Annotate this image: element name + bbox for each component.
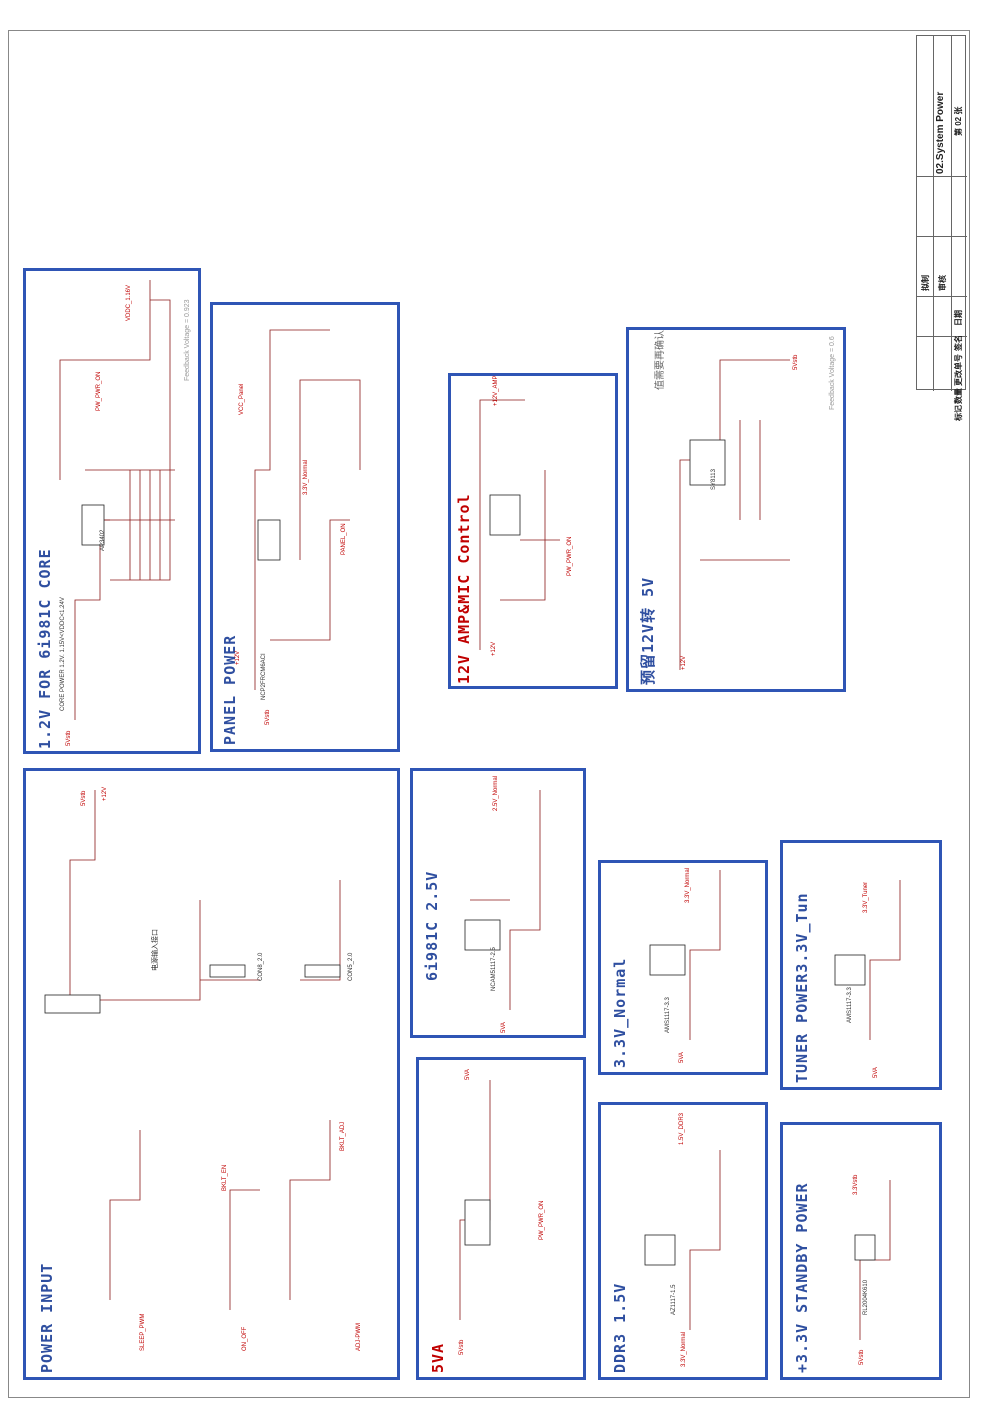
- pi-rail-0: 5Vstb: [81, 790, 87, 806]
- v25-rail-1: 2.5V_Normal: [493, 775, 499, 811]
- v33n-block-title: 3.3V_Normal: [611, 957, 629, 1068]
- boost-ic-label: SY8113: [711, 469, 717, 490]
- power-input-title: POWER INPUT: [38, 1262, 56, 1373]
- panel-ic-label: NCP2FRCM6ACI: [261, 653, 267, 700]
- schematic-sheet: [8, 30, 970, 1398]
- pi-rail-2: SLEEP_PWM: [140, 1313, 146, 1351]
- amp-rail-2: PW_PWR_ON: [567, 536, 573, 576]
- panel-rail-4: 3.3V_Normal: [303, 459, 309, 495]
- v25-ic-label: NCAM51117-2.5: [491, 947, 497, 991]
- amp-rail-0: +12V: [491, 641, 497, 656]
- boost-power-block: 预留12V转 5V 值需要再确认 Feedback Voltage = 0.6 …: [626, 327, 846, 692]
- ddr-block-title: DDR3 1.5V: [611, 1282, 629, 1373]
- standby-power-block: +3.3V STANDBY POWER RL2004K610 5Vstb 3.3…: [780, 1122, 942, 1380]
- amp-power-block: 12V AMP&MIC Control +12V +12V_AMP PW_PWR…: [448, 373, 618, 689]
- panel-power-block: PANEL POWER NCP2FRCM6ACI +12V 5Vstb VCC_…: [210, 302, 400, 752]
- pi-rail-4: ADJ-PWM: [356, 1323, 362, 1351]
- amp-rail-1: +12V_AMP: [493, 375, 499, 406]
- core-note: CORE POWER 1.2V. 1.15V<VDDC<1.24V: [60, 597, 66, 711]
- boost-rail-1: 5Vstb: [793, 354, 799, 370]
- boost-rail-0: +12V: [681, 655, 687, 670]
- connector-0: CON8_2.0: [258, 952, 264, 981]
- ddr3-power-block: DDR3 1.5V AZ1117-1.5 3.3V_Normal 1.5V_DD…: [598, 1102, 768, 1380]
- ddr-rail-1: 1.5V_DDR3: [679, 1112, 685, 1145]
- panel-rail-1: 5Vstb: [265, 709, 271, 725]
- power-input-block: POWER INPUT 电源输入接口 CON8_2.0 CON5_2.0 5Vs…: [23, 768, 400, 1380]
- panel-rail-2: VCC_Panel: [239, 383, 245, 415]
- v33-normal-block: 3.3V_Normal AMS1117-3.3 5VA 3.3V_Normal: [598, 860, 768, 1075]
- title-block: 02.System Power 第 02 张 拟制 审核 标记 数量 更改单号 …: [916, 35, 967, 421]
- panel-rail-0: +12V: [235, 650, 241, 665]
- core-rail-2: PW_PWR_ON: [96, 371, 102, 411]
- connector-1: CON5_2.0: [348, 952, 354, 981]
- v33n-ic-label: AMS1117-3.3: [665, 997, 671, 1033]
- core-power-block: 1.2V FOR 6i981C CORE CORE POWER 1.2V. 1.…: [23, 268, 201, 754]
- 5va-rail-1: 5VA: [465, 1069, 471, 1080]
- pi-rail-5: BKLT_EN: [222, 1164, 228, 1191]
- tuner-rail-0: 5VA: [873, 1067, 879, 1078]
- stby-rail-1: 3.3Vstb: [853, 1174, 859, 1195]
- pi-rail-3: ON_OFF: [242, 1326, 248, 1351]
- boost-note: 值需要再确认: [655, 330, 666, 390]
- pi-rail-6: BKLT_ADJ: [340, 1121, 346, 1151]
- 5va-rail-0: 5Vstb: [459, 1339, 465, 1355]
- pi-rail-1: +12V: [102, 786, 108, 801]
- v25-block-title: 6i981C 2.5V: [423, 870, 441, 981]
- 5va-rail-2: PW_PWR_ON: [539, 1200, 545, 1240]
- v25-rail-0: 5VA: [501, 1022, 507, 1033]
- core-feedback-note: Feedback Voltage = 0.923: [184, 299, 191, 381]
- boost-block-title: 预留12V转 5V: [639, 576, 657, 685]
- tuner-power-block: TUNER POWER3.3V_Tun AMS1117-3.3 5VA 3.3V…: [780, 840, 942, 1090]
- stby-block-title: +3.3V STANDBY POWER: [793, 1182, 811, 1373]
- panel-rail-3: PANEL_ON: [341, 523, 347, 555]
- tuner-rail-1: 3.3V_Tuner: [863, 881, 869, 913]
- amp-block-title: 12V AMP&MIC Control: [455, 493, 473, 684]
- core-rail-1: VDDC_1.16V: [126, 284, 132, 321]
- boost-feedback-note: Feedback Voltage = 0.6: [829, 336, 836, 410]
- v33n-rail-1: 3.3V_Normal: [685, 867, 691, 903]
- v33n-rail-0: 5VA: [679, 1052, 685, 1063]
- core-ic-label: AP3402: [100, 529, 106, 551]
- stby-ic-label: RL2004K610: [863, 1279, 869, 1315]
- 5va-block-title: 5VA: [429, 1342, 447, 1373]
- tuner-block-title: TUNER POWER3.3V_Tun: [793, 892, 811, 1083]
- core-rail-0: 5Vstb: [66, 730, 72, 746]
- core-block-title: 1.2V FOR 6i981C CORE: [36, 548, 54, 749]
- v25-power-block: 6i981C 2.5V NCAM51117-2.5 5VA 2.5V_Norma…: [410, 768, 586, 1038]
- stby-rail-0: 5Vstb: [859, 1349, 865, 1365]
- ddr-ic-label: AZ1117-1.5: [671, 1284, 677, 1315]
- tuner-ic-label: AMS1117-3.3: [847, 987, 853, 1023]
- 5va-power-block: 5VA 5Vstb 5VA PW_PWR_ON: [416, 1057, 586, 1380]
- power-input-connector-note: 电源输入接口: [152, 929, 159, 971]
- ddr-rail-0: 3.3V_Normal: [681, 1331, 687, 1367]
